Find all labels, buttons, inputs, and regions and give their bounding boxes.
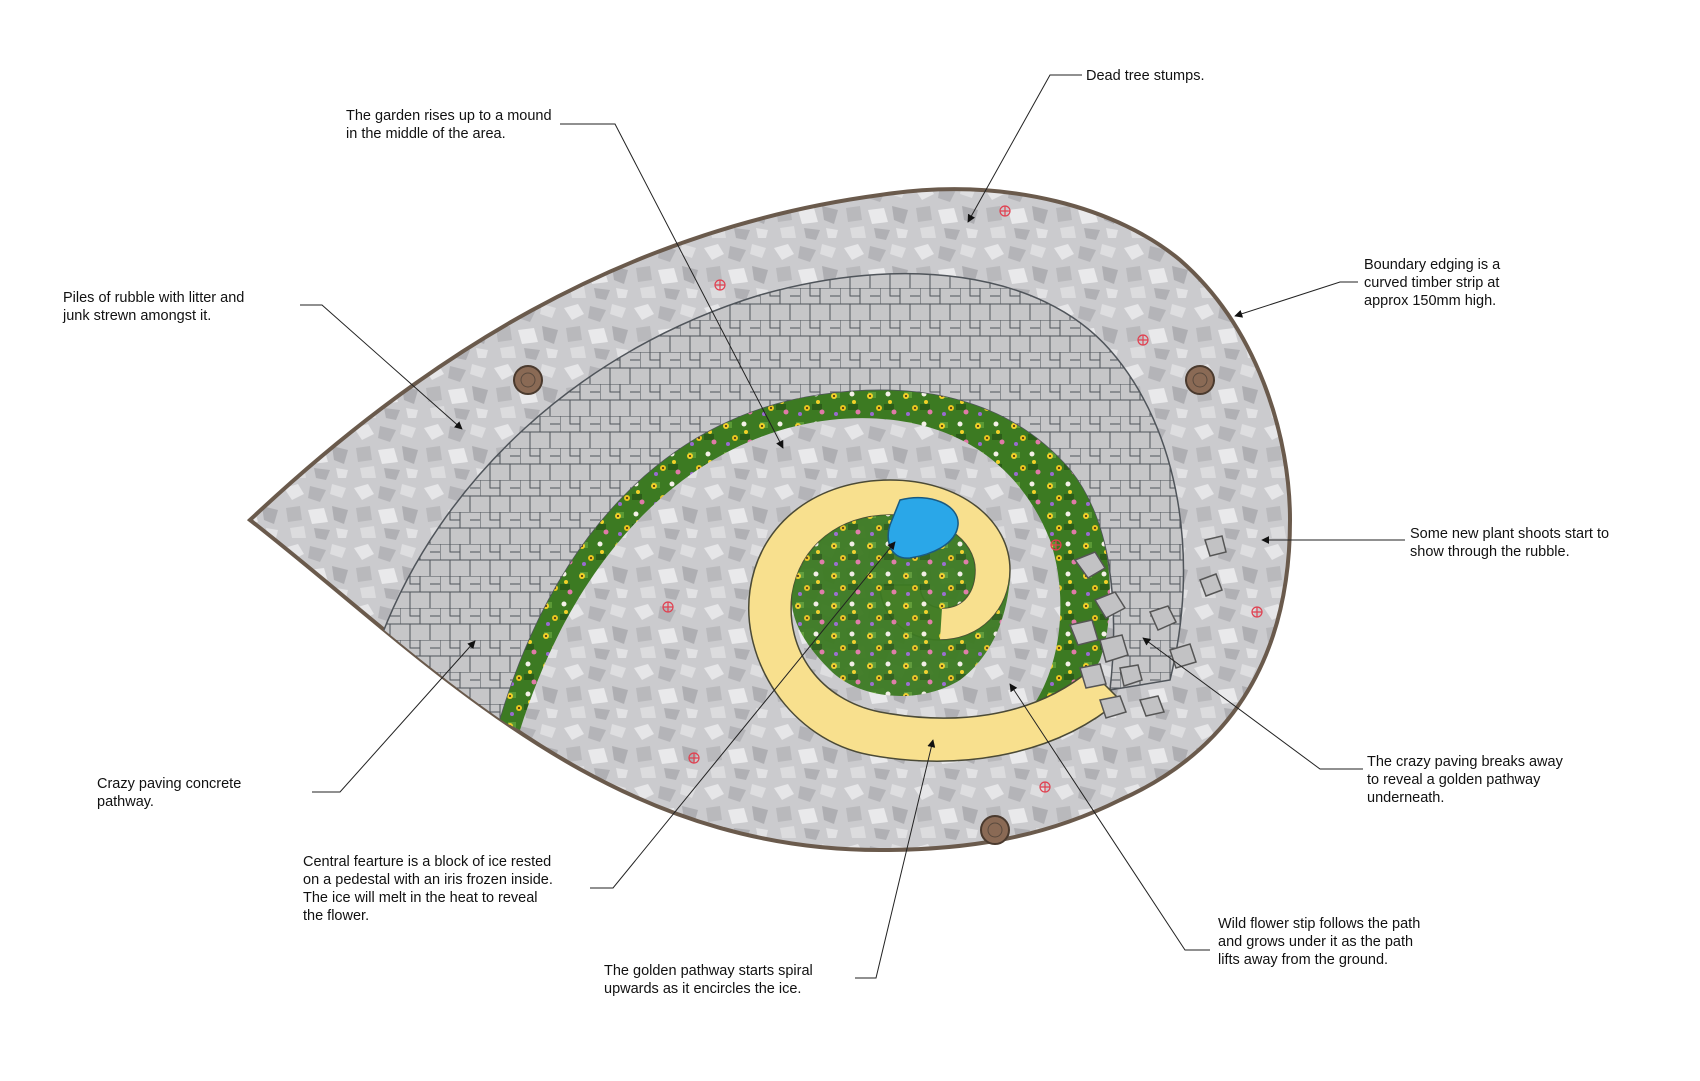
plant-shoot-marker-icon	[999, 205, 1011, 217]
plant-shoot-marker-icon	[662, 601, 674, 613]
annotation-mound: The garden rises up to a mound in the mi…	[346, 108, 552, 142]
annotation-paving-breaks: The crazy paving breaks away to reveal a…	[1367, 754, 1563, 806]
leader-paving-breaks	[1142, 637, 1363, 770]
plant-shoot-marker-icon	[714, 279, 726, 291]
plant-shoot-marker-icon	[1251, 606, 1263, 618]
plant-shoot-marker-icon	[1050, 539, 1062, 551]
tree-stump-icon	[1185, 365, 1215, 395]
annotation-wild-flower: Wild flower stip follows the path and gr…	[1218, 916, 1421, 968]
leader-rubble	[300, 304, 463, 430]
leader-mound	[560, 123, 784, 449]
leader-wild-flower	[1009, 683, 1210, 951]
plant-shoot-marker-icon	[1039, 781, 1051, 793]
broken-paving-stones	[1068, 535, 1227, 719]
leader-boundary	[1234, 281, 1358, 318]
plant-shoot-marker-icon	[688, 752, 700, 764]
tree-stump-icon	[513, 365, 543, 395]
plant-shoot-marker-icon	[1137, 334, 1149, 346]
annotation-dead-stumps: Dead tree stumps.	[1086, 68, 1205, 84]
leader-golden-spiral	[855, 739, 936, 979]
leader-dead-stumps	[967, 74, 1082, 223]
spiral-flower-meadow	[791, 515, 1010, 697]
wild-flower-strip	[500, 390, 1110, 730]
annotation-golden-spiral: The golden pathway starts spiral upwards…	[604, 963, 813, 997]
annotation-central-feature: Central fearture is a block of ice reste…	[303, 854, 553, 924]
leader-central-feature	[590, 541, 896, 889]
annotation-crazy-paving: Crazy paving concrete pathway.	[97, 776, 242, 810]
annotation-rubble: Piles of rubble with litter and junk str…	[63, 290, 245, 324]
annotation-shoots: Some new plant shoots start to show thro…	[1410, 526, 1610, 560]
annotation-boundary: Boundary edging is a curved timber strip…	[1364, 257, 1501, 309]
leader-crazy-paving	[312, 640, 476, 793]
tree-stump-icon	[980, 815, 1010, 845]
